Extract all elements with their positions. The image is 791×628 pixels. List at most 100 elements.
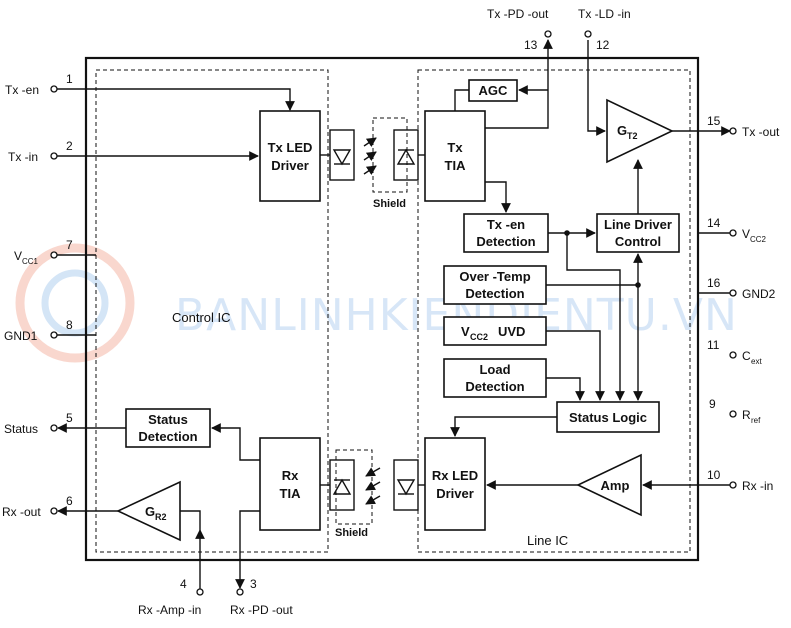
vcc2-uvd-v: V — [461, 324, 470, 339]
pin-13: 13 Tx -PD -out — [487, 7, 552, 52]
line-ic-label: Line IC — [527, 533, 568, 548]
tx-tia-line1: Tx — [447, 140, 463, 155]
tx-led-driver-block — [259, 110, 321, 202]
wire-agc-to-tia — [454, 89, 469, 111]
over-temp-line1: Over -Temp — [459, 269, 530, 284]
pin-4-label: Rx -Amp -in — [138, 603, 201, 617]
watermark: BANLINHKIENDIENTU.VN — [15, 243, 737, 363]
wire-txen-status — [566, 233, 625, 401]
pin-15-label: Tx -out — [742, 125, 780, 139]
top-shield — [372, 117, 408, 193]
over-temp-detection-block — [443, 265, 547, 305]
pin-13-number: 13 — [524, 38, 538, 52]
load-detection-block — [443, 358, 547, 398]
pin-11-sub: ext — [751, 357, 762, 366]
rx-tia-block — [259, 437, 321, 531]
pin-10-label: Rx -in — [742, 479, 773, 493]
vcc2-uvd-rest: UVD — [498, 324, 525, 339]
control-ic-label: Control IC — [172, 310, 231, 325]
bottom-photodiode-icon — [332, 478, 352, 495]
pin-14-number: 14 — [707, 216, 721, 230]
pin-15: 15 Tx -out — [707, 114, 780, 139]
wire-tx-pd-out — [485, 39, 553, 129]
pin-14: 14 V CC2 — [707, 216, 767, 244]
status-detection-block — [125, 408, 211, 448]
bottom-shield-label: Shield — [335, 527, 368, 539]
pin-12-number: 12 — [596, 38, 610, 52]
bottom-optocoupler: Shield — [320, 449, 425, 539]
control-ic-region — [95, 69, 329, 553]
pin-6-label: Rx -out — [2, 505, 41, 519]
pin-10: 10 Rx -in — [707, 468, 773, 493]
g-t2-amplifier — [606, 98, 674, 164]
tx-tia-line2: TIA — [445, 158, 467, 173]
bottom-led-icon — [396, 479, 416, 496]
pin-12-label: Tx -LD -in — [578, 7, 631, 21]
bottom-photodiode-frame — [329, 459, 355, 511]
vcc2-uvd-sub: CC2 — [470, 332, 488, 342]
top-shield-label: Shield — [373, 198, 406, 210]
g-r2-label: G — [145, 504, 155, 519]
pin-6-number: 6 — [66, 494, 73, 508]
g-t2-label: G — [617, 123, 627, 138]
bottom-led-frame — [393, 459, 419, 511]
pin-1-label: Tx -en — [5, 83, 39, 97]
rx-tia-line1: Rx — [282, 468, 299, 483]
pin-3-number: 3 — [250, 577, 257, 591]
wire-rx-amp-in-2 — [180, 510, 201, 530]
pin-2-label: Tx -in — [8, 150, 38, 164]
pin-3: 3 Rx -PD -out — [230, 577, 293, 617]
line-ic-region — [417, 69, 691, 553]
pin-16: 16 GND2 — [707, 276, 776, 301]
pin-11: 11 C ext — [707, 338, 762, 366]
wire-status-rxled — [450, 416, 557, 437]
agc-label: AGC — [479, 83, 509, 98]
pin-15-number: 15 — [707, 114, 721, 128]
top-led-icon — [332, 149, 352, 166]
wire-load-status — [546, 377, 585, 401]
pin-1-number: 1 — [66, 72, 73, 86]
bottom-shield — [335, 449, 373, 525]
status-detection-line1: Status — [148, 412, 188, 427]
pin-8-label: GND1 — [4, 329, 38, 343]
tx-en-detection-line1: Tx -en — [487, 217, 525, 232]
wire-tia-txen — [485, 181, 511, 213]
top-optocoupler: Shield — [320, 117, 425, 210]
pin-5-number: 5 — [66, 411, 73, 425]
pin-13-label: Tx -PD -out — [487, 7, 549, 21]
status-detection-line2: Detection — [138, 429, 197, 444]
rx-led-driver-block — [424, 437, 486, 531]
pin-8: 8 GND1 — [4, 318, 73, 343]
pin-5: 5 Status — [4, 411, 73, 436]
pin-4: 4 Rx -Amp -in — [138, 577, 204, 617]
line-driver-control-line2: Control — [615, 234, 661, 249]
pin-9: 9 R ref — [709, 397, 761, 425]
status-logic-block — [556, 401, 660, 433]
tx-en-detection-line2: Detection — [476, 234, 535, 249]
wire-tx-en — [56, 88, 295, 111]
pin-1: 1 Tx -en — [5, 72, 73, 97]
pin-7-label: V — [14, 249, 22, 263]
pin-14-sub: CC2 — [750, 235, 767, 244]
rx-led-driver-line2: Driver — [436, 486, 474, 501]
pin-7: 7 V CC1 — [14, 238, 73, 266]
pin-8-number: 8 — [66, 318, 73, 332]
rx-led-driver-line1: Rx LED — [432, 468, 478, 483]
pin-4-number: 4 — [180, 577, 187, 591]
pin-2: 2 Tx -in — [8, 139, 73, 164]
tx-led-driver-line1: Tx LED — [268, 140, 313, 155]
pin-9-label: R — [742, 408, 751, 422]
line-driver-control-line1: Line Driver — [604, 217, 672, 232]
vcc2-uvd-block — [443, 316, 547, 346]
rx-tia-line2: TIA — [280, 486, 302, 501]
line-driver-control-block — [596, 213, 680, 253]
pin-6: 6 Rx -out — [2, 494, 73, 519]
pin-7-number: 7 — [66, 238, 73, 252]
pin-11-number: 11 — [707, 338, 720, 352]
over-temp-line2: Detection — [465, 286, 524, 301]
pin-7-sub: CC1 — [22, 257, 39, 266]
amp-label: Amp — [601, 478, 630, 493]
wire-rx-pd-out — [235, 510, 260, 589]
pin-14-label: V — [742, 227, 750, 241]
